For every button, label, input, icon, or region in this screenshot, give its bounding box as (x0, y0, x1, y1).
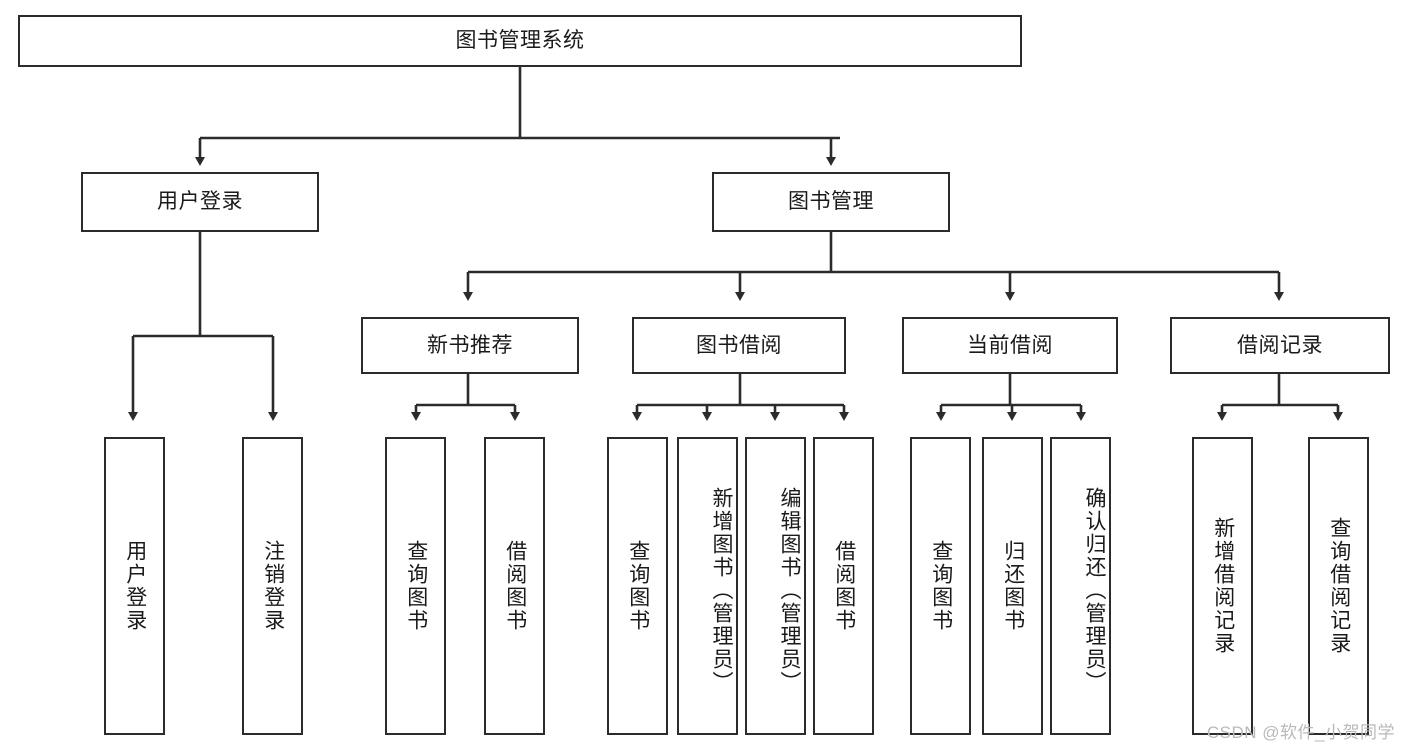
node-leaf-add-borrow-record[interactable]: 新增借阅记录 (1192, 437, 1253, 735)
node-new-book-recommend[interactable]: 新书推荐 (361, 317, 579, 374)
node-leaf-edit-book-admin[interactable]: 编辑图书（管理员） (745, 437, 806, 735)
node-leaf-borrow-book-recommend[interactable]: 借阅图书 (484, 437, 545, 735)
node-user-login[interactable]: 用户登录 (81, 172, 319, 232)
node-leaf-query-book-current[interactable]: 查询图书 (910, 437, 971, 735)
node-leaf-add-book-admin[interactable]: 新增图书（管理员） (677, 437, 738, 735)
node-leaf-query-borrow-record[interactable]: 查询借阅记录 (1308, 437, 1369, 735)
node-leaf-query-book[interactable]: 查询图书 (607, 437, 668, 735)
node-leaf-user-logout[interactable]: 注销登录 (242, 437, 303, 735)
node-root[interactable]: 图书管理系统 (18, 15, 1022, 67)
node-current-borrow[interactable]: 当前借阅 (902, 317, 1118, 374)
node-borrow-record[interactable]: 借阅记录 (1170, 317, 1390, 374)
node-leaf-confirm-return-admin[interactable]: 确认归还（管理员） (1050, 437, 1111, 735)
node-leaf-return-book[interactable]: 归还图书 (982, 437, 1043, 735)
csdn-watermark: CSDN @软件_小贺同学 (1206, 723, 1395, 742)
node-leaf-user-login[interactable]: 用户登录 (104, 437, 165, 735)
node-leaf-query-book-recommend[interactable]: 查询图书 (385, 437, 446, 735)
node-leaf-borrow-book[interactable]: 借阅图书 (813, 437, 874, 735)
node-book-borrow[interactable]: 图书借阅 (632, 317, 846, 374)
node-book-manage[interactable]: 图书管理 (712, 172, 950, 232)
